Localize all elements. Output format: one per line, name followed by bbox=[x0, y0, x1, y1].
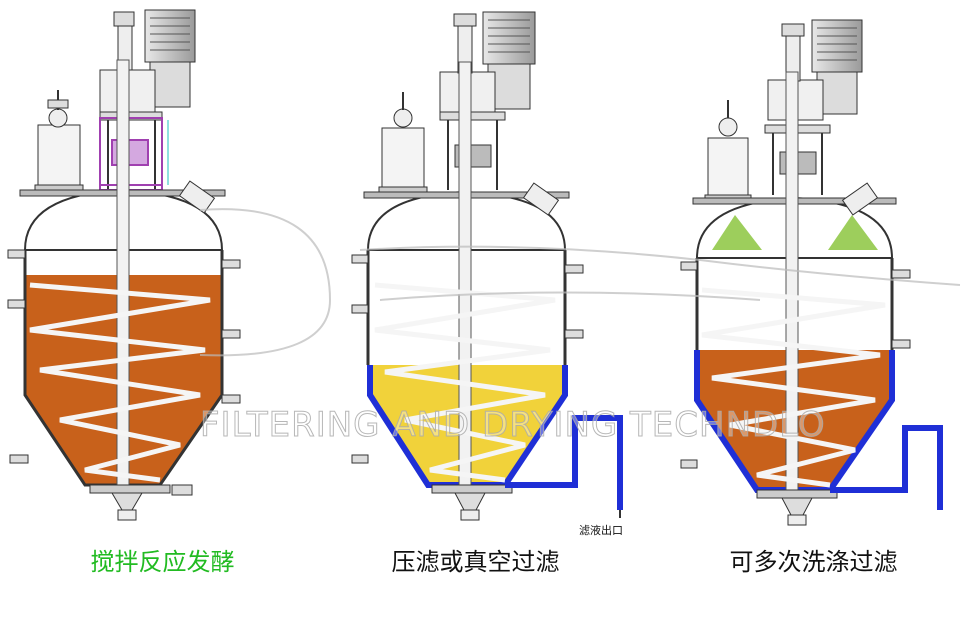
helical-ribbon bbox=[29, 282, 211, 483]
helical-ribbon bbox=[701, 287, 886, 488]
caption-stirring: 搅拌反应发酵 bbox=[90, 548, 235, 576]
watermark-text: FILTERING AND DRYING TECHNDLO bbox=[200, 405, 826, 446]
spray-cone-left bbox=[712, 215, 762, 250]
purple-coupling bbox=[99, 117, 163, 191]
motor bbox=[144, 9, 196, 63]
spray-cone-right bbox=[828, 215, 878, 250]
vessel-multi-wash bbox=[680, 19, 943, 526]
caption-pressure-vacuum: 压滤或真空过滤 bbox=[391, 548, 560, 576]
motor bbox=[811, 19, 863, 73]
helical-ribbon bbox=[374, 282, 556, 483]
filtrate-pipe bbox=[505, 415, 623, 510]
filtrate-pipe bbox=[830, 425, 943, 510]
vessel-stirring bbox=[7, 9, 241, 521]
vessel-pressure-vacuum bbox=[351, 11, 623, 521]
caption-multi-wash: 可多次洗涤过滤 bbox=[729, 548, 898, 576]
motor bbox=[482, 11, 536, 65]
filtrate-outlet-label: 滤液出口 bbox=[579, 524, 623, 537]
watermark-logo bbox=[199, 208, 961, 357]
